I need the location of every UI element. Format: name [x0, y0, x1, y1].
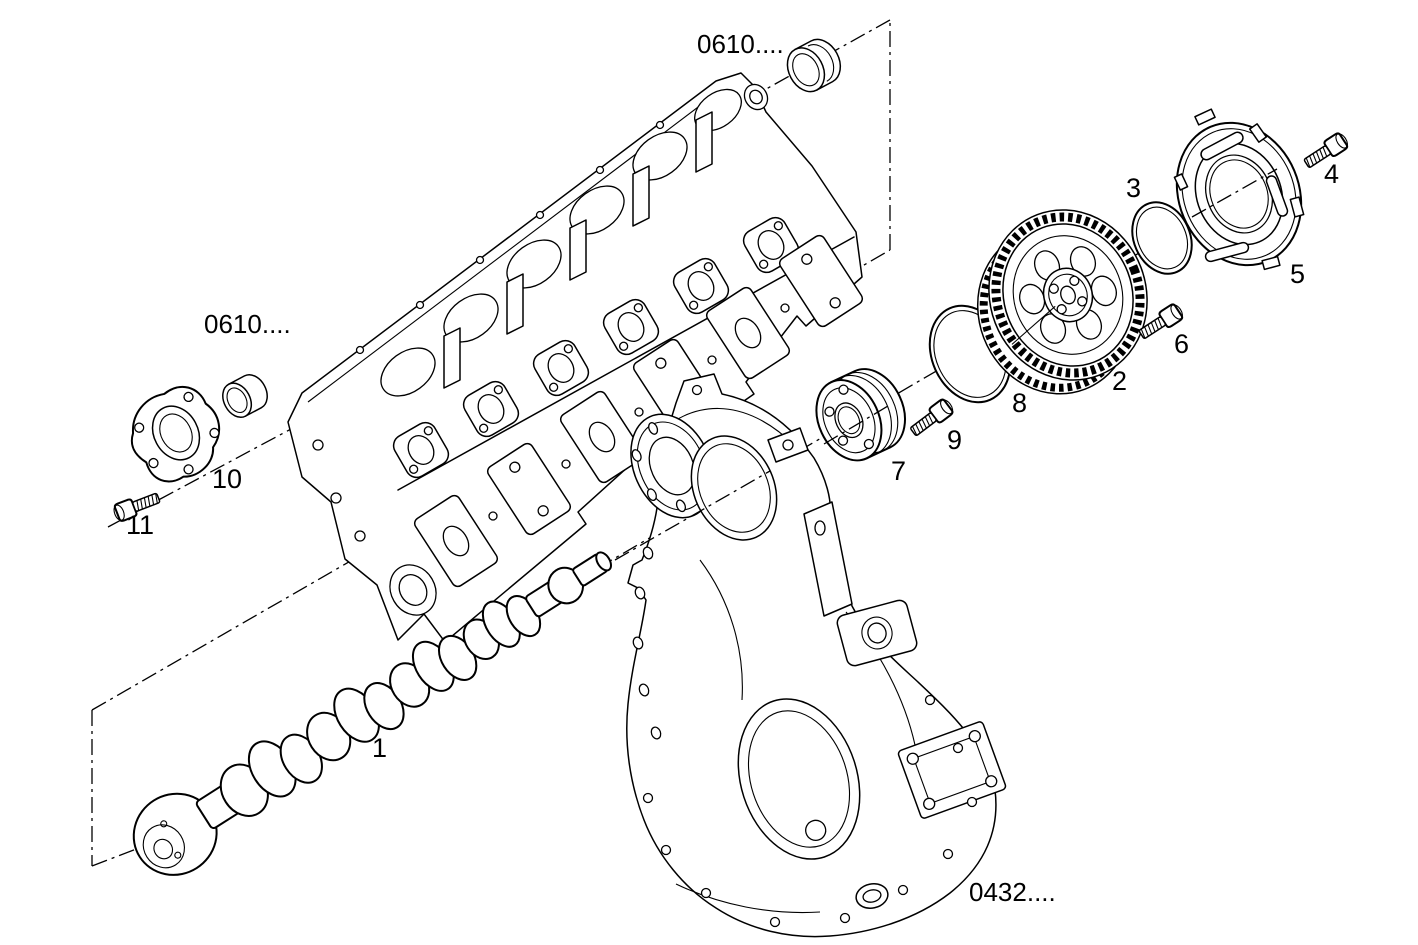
case-flywheel-opening — [737, 698, 861, 860]
callout-5[interactable]: 5 — [1290, 259, 1305, 289]
module-code-top[interactable]: 0610.... — [697, 29, 784, 59]
cover-plate-drawing — [1173, 108, 1305, 271]
callout-9[interactable]: 9 — [947, 425, 962, 455]
labels: 0610.... 0610.... 0432.... 1 2 3 4 5 6 7… — [126, 29, 1339, 907]
head-bolt-holes — [312, 120, 790, 542]
callout-7[interactable]: 7 — [891, 456, 906, 486]
case-mounting-pad — [897, 721, 1007, 819]
case-wing-holes — [632, 546, 662, 740]
case-bottom-flange — [855, 883, 889, 909]
axis-over-hub — [823, 405, 889, 445]
head-bearing-towers — [443, 111, 713, 389]
axis-over-cover — [1191, 168, 1278, 218]
module-code-left[interactable]: 0610.... — [204, 309, 291, 339]
timing-case-drawing — [614, 373, 1007, 938]
camshaft-drawing — [132, 551, 613, 876]
bearing-bush-top-drawing — [786, 38, 842, 93]
axis-over-case — [614, 470, 771, 561]
axis-cam-start — [91, 842, 153, 867]
bearing-bush-left-drawing — [222, 374, 268, 418]
callout-3[interactable]: 3 — [1126, 173, 1141, 203]
end-cover-drawing — [130, 385, 221, 483]
hub-drawing — [815, 368, 906, 462]
head-side-panels — [413, 234, 864, 588]
callout-2[interactable]: 2 — [1112, 366, 1127, 396]
head-rear-cam-bore — [743, 83, 769, 111]
case-boss — [836, 599, 918, 667]
module-code-bottom-right[interactable]: 0432.... — [969, 877, 1056, 907]
case-perimeter-holes — [642, 694, 978, 928]
cover-plate-tabs — [1173, 108, 1305, 271]
callout-4[interactable]: 4 — [1324, 159, 1339, 189]
head-deck-clusters — [392, 216, 800, 479]
timing-gear-drawing — [976, 209, 1148, 395]
head-front-face — [389, 564, 437, 616]
case-gear-opening — [690, 435, 778, 541]
callout-6[interactable]: 6 — [1174, 329, 1189, 359]
callout-11[interactable]: 11 — [126, 510, 154, 540]
cylinder-head-drawing — [287, 72, 864, 643]
callout-10[interactable]: 10 — [212, 464, 242, 494]
callout-8[interactable]: 8 — [1012, 388, 1027, 418]
callout-1[interactable]: 1 — [372, 733, 387, 763]
case-strut — [803, 501, 853, 617]
